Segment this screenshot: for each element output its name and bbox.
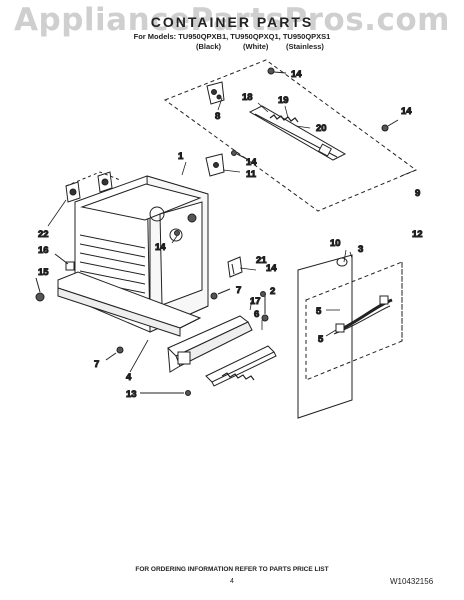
bracket-part-8	[206, 81, 225, 105]
screw-part-7-right	[210, 288, 231, 300]
callout-4: 4	[126, 372, 132, 383]
door-handle	[333, 295, 393, 335]
screw-part-14-right	[381, 119, 399, 132]
callout-14-right: 14	[401, 106, 412, 117]
callout-15: 15	[38, 267, 49, 278]
cap-part-10	[336, 257, 348, 267]
screw-part-13	[140, 390, 191, 396]
drawer-front-part-17	[167, 315, 253, 373]
callout-22: 22	[38, 229, 49, 240]
callout-2: 2	[270, 286, 275, 297]
callout-11: 11	[246, 169, 257, 180]
screw-part-2	[261, 294, 269, 322]
variant-black: (Black)	[196, 42, 222, 51]
screw-part-14-left	[174, 230, 180, 236]
callout-21: 21	[256, 255, 267, 266]
callout-14-mid: 14	[246, 157, 257, 168]
drawer-handle-part-6	[205, 345, 277, 387]
callout-14-left: 14	[155, 242, 166, 253]
callout-3: 3	[358, 244, 363, 255]
callout-13: 13	[126, 389, 137, 400]
screw-part-7-left	[105, 346, 124, 361]
container-housing	[57, 175, 209, 337]
leader-lines	[47, 97, 417, 373]
bracket-part-22	[65, 171, 121, 203]
page-title: CONTAINER PARTS	[150, 14, 314, 30]
callout-19: 19	[278, 95, 289, 106]
callout-7-left: 7	[94, 359, 99, 370]
callout-20: 20	[316, 123, 327, 134]
variant-stainless: (Stainless)	[286, 42, 324, 51]
callout-12: 12	[412, 229, 423, 240]
foot-part-16	[54, 253, 75, 271]
callout-8: 8	[215, 111, 220, 122]
clip-part-21	[227, 256, 243, 278]
callout-5-lower: 5	[318, 334, 324, 345]
callout-1: 1	[178, 151, 184, 162]
variant-white: (White)	[243, 42, 269, 51]
callout-18: 18	[242, 92, 253, 103]
door-panel-part-12	[297, 254, 403, 419]
model-list: For Models: TU950QPXB1, TU950QPXQ1, TU95…	[133, 32, 331, 41]
callout-5-upper: 5	[316, 306, 322, 317]
callout-14-lower: 14	[266, 263, 277, 274]
callout-16: 16	[38, 245, 49, 256]
callout-6: 6	[254, 309, 259, 320]
washer-part-14-lower	[260, 291, 266, 297]
watermark: AppliancePartsPros.com	[14, 2, 450, 38]
callout-14-top: 14	[291, 69, 302, 80]
callout-17: 17	[250, 296, 261, 307]
callout-7-right: 7	[236, 285, 241, 296]
callout-9: 9	[415, 188, 420, 199]
callout-10: 10	[330, 238, 341, 249]
bracket-part-11	[205, 153, 225, 177]
screw-part-14-mid	[231, 150, 248, 160]
page-number: 4	[230, 578, 234, 585]
document-number: W10432156	[390, 577, 434, 586]
foot-part-15	[35, 277, 45, 302]
slide-rail-part-19	[248, 105, 347, 161]
ordering-instruction: FOR ORDERING INFORMATION REFER TO PARTS …	[135, 566, 329, 573]
screw-part-14-top	[267, 67, 287, 75]
